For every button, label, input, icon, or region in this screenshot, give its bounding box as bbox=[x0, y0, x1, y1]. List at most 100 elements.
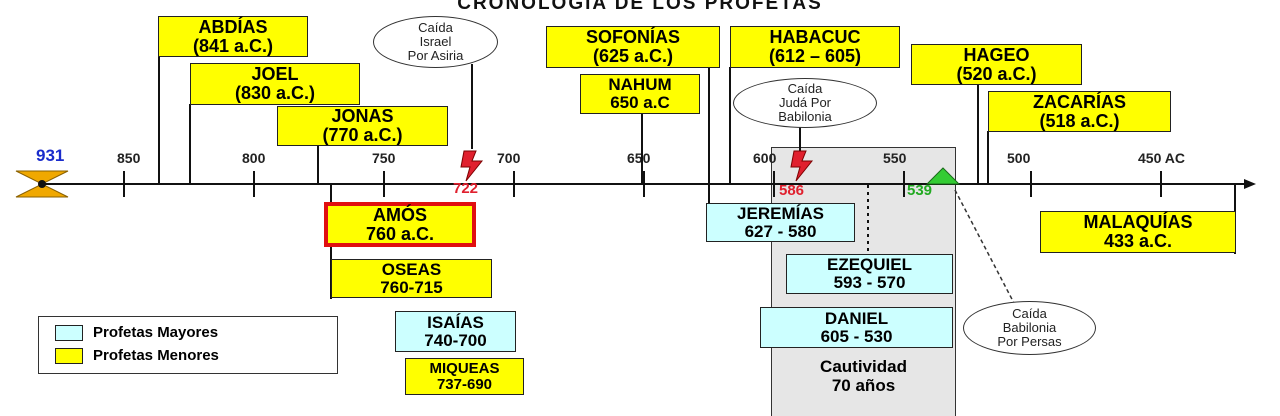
prophet-name: ABDÍAS bbox=[198, 16, 268, 37]
prophet-date: (770 a.C.) bbox=[322, 125, 403, 145]
captivity-label-line2: 70 años bbox=[831, 375, 896, 395]
connector-line bbox=[708, 67, 710, 212]
connector-line bbox=[641, 114, 643, 185]
prophet-date: 737-690 bbox=[436, 375, 493, 393]
prophet-date: (625 a.C.) bbox=[592, 46, 674, 66]
legend-swatch-minor bbox=[55, 347, 83, 364]
prophet-date: (612 – 605) bbox=[768, 46, 862, 66]
prophet-date: (518 a.C.) bbox=[1039, 110, 1120, 131]
tick-750 bbox=[383, 171, 385, 197]
bubble-text: Caída bbox=[787, 80, 823, 96]
prophet-name: AMÓS bbox=[373, 204, 427, 225]
tick-500 bbox=[1030, 171, 1032, 197]
tick-label: 500 bbox=[1007, 150, 1031, 166]
prophet-habacuc: HABACUC (612 – 605) bbox=[730, 26, 900, 68]
israel-fall-year: 722 bbox=[453, 180, 479, 197]
tick-label: 850 bbox=[117, 150, 141, 166]
captivity-label-line1: Cautividad bbox=[820, 357, 907, 376]
prophet-date: 760-715 bbox=[380, 277, 443, 297]
prophet-amos: AMÓS 760 a.C. bbox=[324, 202, 476, 247]
israel-fall-lightning-icon bbox=[460, 150, 484, 182]
connector-line bbox=[977, 83, 979, 185]
start-year-label: 931 bbox=[36, 146, 65, 165]
prophet-date: 593 - 570 bbox=[833, 273, 906, 292]
prophet-name: JEREMÍAS bbox=[737, 203, 824, 223]
tick-650 bbox=[643, 171, 645, 197]
prophet-malaquias: MALAQUÍAS 433 a.C. bbox=[1040, 211, 1236, 253]
connector-line bbox=[158, 55, 160, 185]
connector-line bbox=[317, 145, 319, 185]
prophet-name: ZACARÍAS bbox=[1033, 91, 1126, 112]
tick-label: 600 bbox=[753, 150, 777, 166]
captivity-label: Cautividad 70 años bbox=[771, 357, 956, 395]
tick-850 bbox=[123, 171, 125, 197]
prophet-zacarias: ZACARÍAS (518 a.C.) bbox=[988, 91, 1171, 132]
prophet-joel: JOEL (830 a.C.) bbox=[190, 63, 360, 105]
prophet-jonas: JONAS (770 a.C.) bbox=[277, 106, 448, 146]
tick-label: 800 bbox=[242, 150, 266, 166]
prophet-sofonias: SOFONÍAS (625 a.C.) bbox=[546, 26, 720, 68]
tick-label: 700 bbox=[497, 150, 521, 166]
tick-700 bbox=[513, 171, 515, 197]
prophet-isaias: ISAÍAS 740-700 bbox=[395, 311, 516, 352]
prophet-abdias: ABDÍAS (841 a.C.) bbox=[158, 16, 308, 57]
connector-line bbox=[189, 104, 191, 185]
bubble-text: Israel bbox=[419, 33, 452, 49]
connector-line bbox=[729, 67, 731, 185]
legend-item-menores: Profetas Menores bbox=[55, 347, 219, 364]
babylon-fall-bubble: Caída Babilonia Por Persas bbox=[963, 301, 1096, 355]
prophet-hageo: HAGEO (520 a.C.) bbox=[911, 44, 1082, 85]
legend-label: Profetas Menores bbox=[93, 347, 219, 364]
juda-fall-year: 586 bbox=[779, 182, 805, 199]
bubble-text: Babilonia bbox=[778, 109, 832, 125]
connector-line bbox=[987, 131, 989, 185]
event-pointer-line bbox=[799, 124, 801, 152]
legend-item-mayores: Profetas Mayores bbox=[55, 324, 218, 341]
prophet-nahum: NAHUM 650 a.C bbox=[580, 74, 700, 114]
juda-fall-bubble: Caída Judá Por Babilonia bbox=[733, 78, 877, 128]
babylon-fall-year: 539 bbox=[907, 182, 933, 199]
prophet-date: (520 a.C.) bbox=[956, 63, 1037, 84]
tick-label: 750 bbox=[372, 150, 396, 166]
page-title: CRONOLOGÍA DE LOS PROFETAS bbox=[457, 0, 823, 14]
prophet-date: 605 - 530 bbox=[820, 326, 893, 346]
tick-450 bbox=[1160, 171, 1162, 197]
prophet-name: JOEL bbox=[251, 64, 299, 85]
legend-label: Profetas Mayores bbox=[93, 324, 219, 341]
prophet-name: SOFONÍAS bbox=[585, 27, 680, 48]
bubble-text: Caída bbox=[1012, 305, 1047, 321]
prophet-name: HABACUC bbox=[769, 27, 861, 48]
prophet-name: MIQUEAS bbox=[429, 359, 500, 377]
tick-label: 650 bbox=[627, 150, 651, 166]
prophet-date: 760 a.C. bbox=[365, 223, 435, 244]
bubble-text: Caída bbox=[418, 19, 453, 35]
tick-800 bbox=[253, 171, 255, 197]
bubble-text: Babilonia bbox=[1002, 319, 1057, 335]
prophet-name: NAHUM bbox=[608, 75, 672, 95]
prophet-ezequiel: EZEQUIEL 593 - 570 bbox=[786, 254, 953, 294]
prophet-date: 433 a.C. bbox=[1103, 231, 1173, 251]
bubble-text: Por Persas bbox=[997, 334, 1062, 350]
tick-550 bbox=[903, 171, 905, 197]
israel-fall-bubble: Caída Israel Por Asiria bbox=[373, 16, 498, 68]
tick-label: 450 AC bbox=[1138, 150, 1185, 166]
bubble-text: Por Asiria bbox=[407, 48, 464, 64]
prophet-name: OSEAS bbox=[381, 259, 442, 279]
babylon-fall-triangle-icon bbox=[925, 167, 961, 185]
prophet-name: DANIEL bbox=[824, 308, 889, 328]
prophet-date: 627 - 580 bbox=[744, 221, 817, 241]
bubble-text: Judá Por bbox=[778, 94, 832, 110]
prophet-name: MALAQUÍAS bbox=[1083, 212, 1193, 233]
prophet-date: (830 a.C.) bbox=[234, 83, 316, 103]
prophet-date: 650 a.C bbox=[610, 93, 670, 112]
tick-600 bbox=[773, 171, 775, 197]
legend: Profetas Mayores Profetas Menores bbox=[38, 316, 338, 374]
event-pointer-line bbox=[471, 64, 473, 149]
prophet-name: ISAÍAS bbox=[427, 312, 484, 332]
legend-swatch-major bbox=[55, 324, 83, 341]
prophet-oseas: OSEAS 760-715 bbox=[331, 259, 492, 298]
juda-fall-lightning-icon bbox=[790, 150, 814, 182]
prophet-date: (841 a.C.) bbox=[192, 35, 274, 56]
prophet-date: 740-700 bbox=[424, 330, 487, 350]
